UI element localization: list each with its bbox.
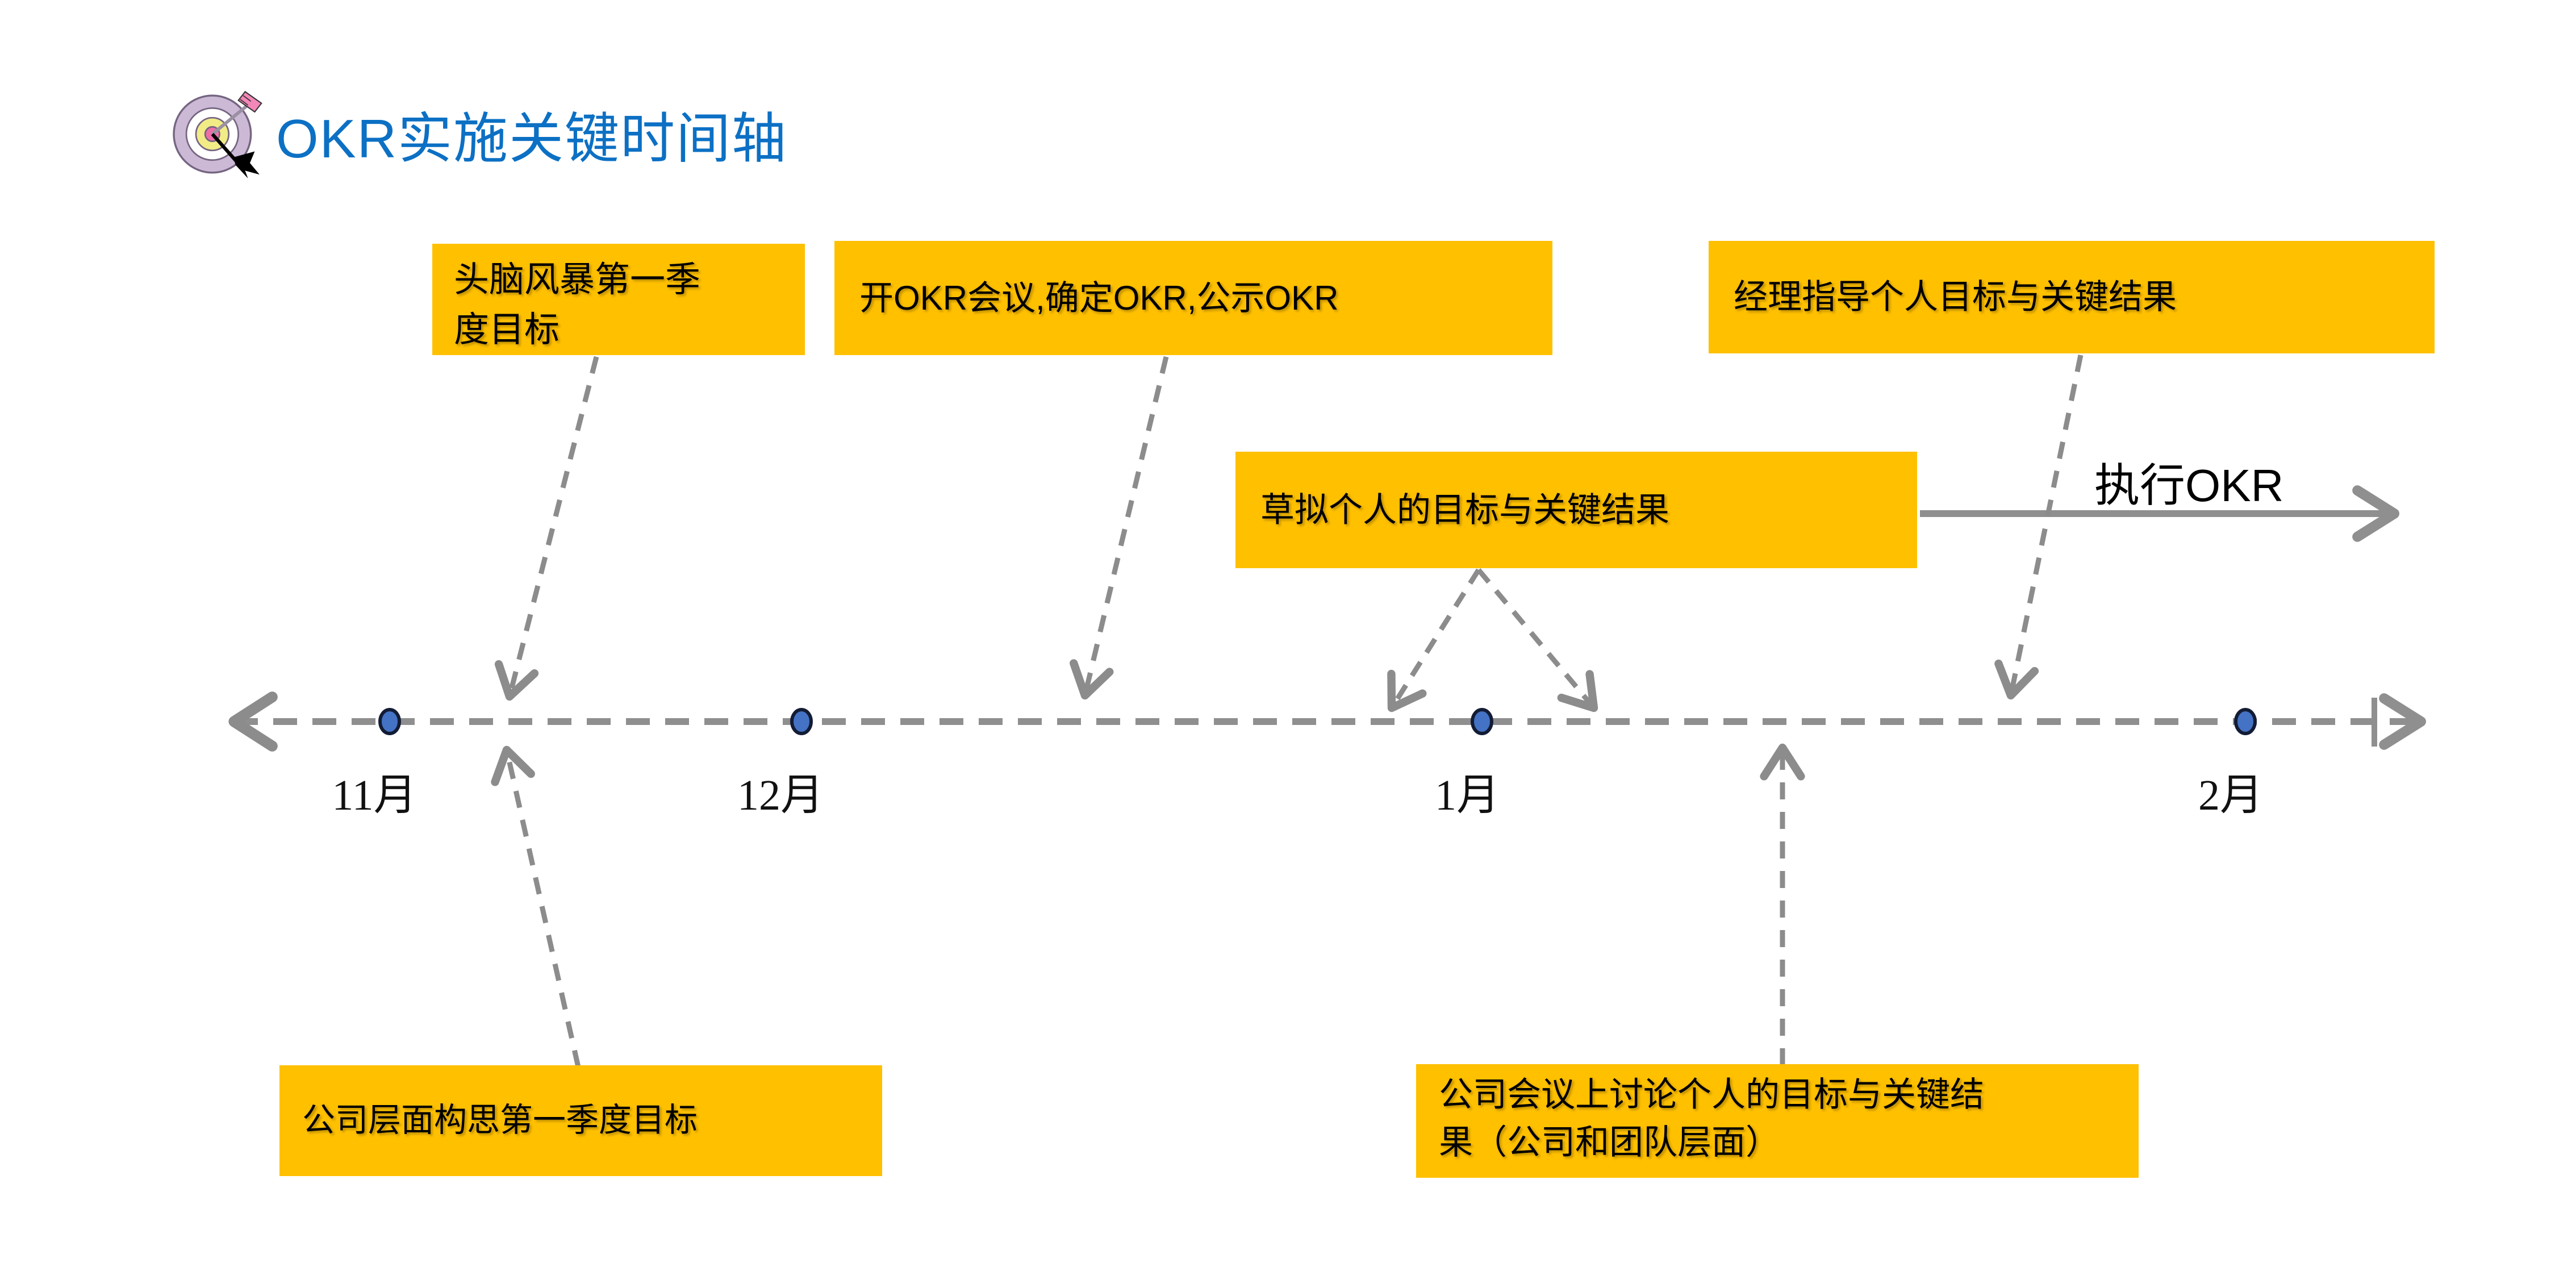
event-label: 公司层面构思第一季度目标: [302, 1102, 698, 1139]
connector-manager-guide-down-arrow: [1994, 355, 2084, 700]
event-box-manager-guide: 经理指导个人目标与关键结果: [1709, 241, 2435, 353]
event-label: 开OKR会议,确定OKR,公示OKR: [859, 278, 1339, 317]
event-box-company-ideate: 公司层面构思第一季度目标: [279, 1065, 882, 1176]
event-box-okr-meeting: 开OKR会议,确定OKR,公示OKR: [834, 241, 1552, 355]
month-label-dec: 12月: [737, 772, 824, 819]
connector-company-ideate-up-arrow: [491, 745, 581, 1068]
connector-draft-left-arrow: [1387, 568, 1481, 712]
month-dot-jan: [1471, 708, 1493, 735]
connector-brainstorm-down-arrow: [494, 356, 599, 701]
dartboard-target-icon: [168, 90, 268, 178]
event-box-company-meeting: 公司会议上讨论个人的目标与关键结果（公司和团队层面）: [1416, 1064, 2139, 1178]
connector-okr-meeting-down-arrow: [1070, 356, 1169, 700]
month-label-jan: 1月: [1435, 772, 1500, 819]
event-label: 公司会议上讨论个人的目标与关键结果（公司和团队层面）: [1439, 1076, 1984, 1161]
month-label-feb: 2月: [2198, 772, 2263, 819]
event-label: 草拟个人的目标与关键结果: [1260, 490, 1669, 529]
page-title: OKR实施关键时间轴: [276, 109, 788, 169]
execute-okr-label: 执行OKR: [2094, 460, 2284, 511]
event-label: 经理指导个人目标与关键结果: [1734, 278, 2177, 316]
event-box-draft-personal: 草拟个人的目标与关键结果: [1235, 452, 1917, 568]
month-dot-nov: [378, 708, 401, 735]
event-box-brainstorm: 头脑风暴第一季度目标: [432, 244, 805, 355]
month-label-nov: 11月: [332, 772, 417, 819]
month-dot-feb: [2234, 708, 2257, 735]
month-dot-dec: [790, 708, 813, 735]
connector-draft-right-arrow: [1476, 568, 1598, 712]
event-label: 头脑风暴第一季度目标: [454, 260, 701, 350]
